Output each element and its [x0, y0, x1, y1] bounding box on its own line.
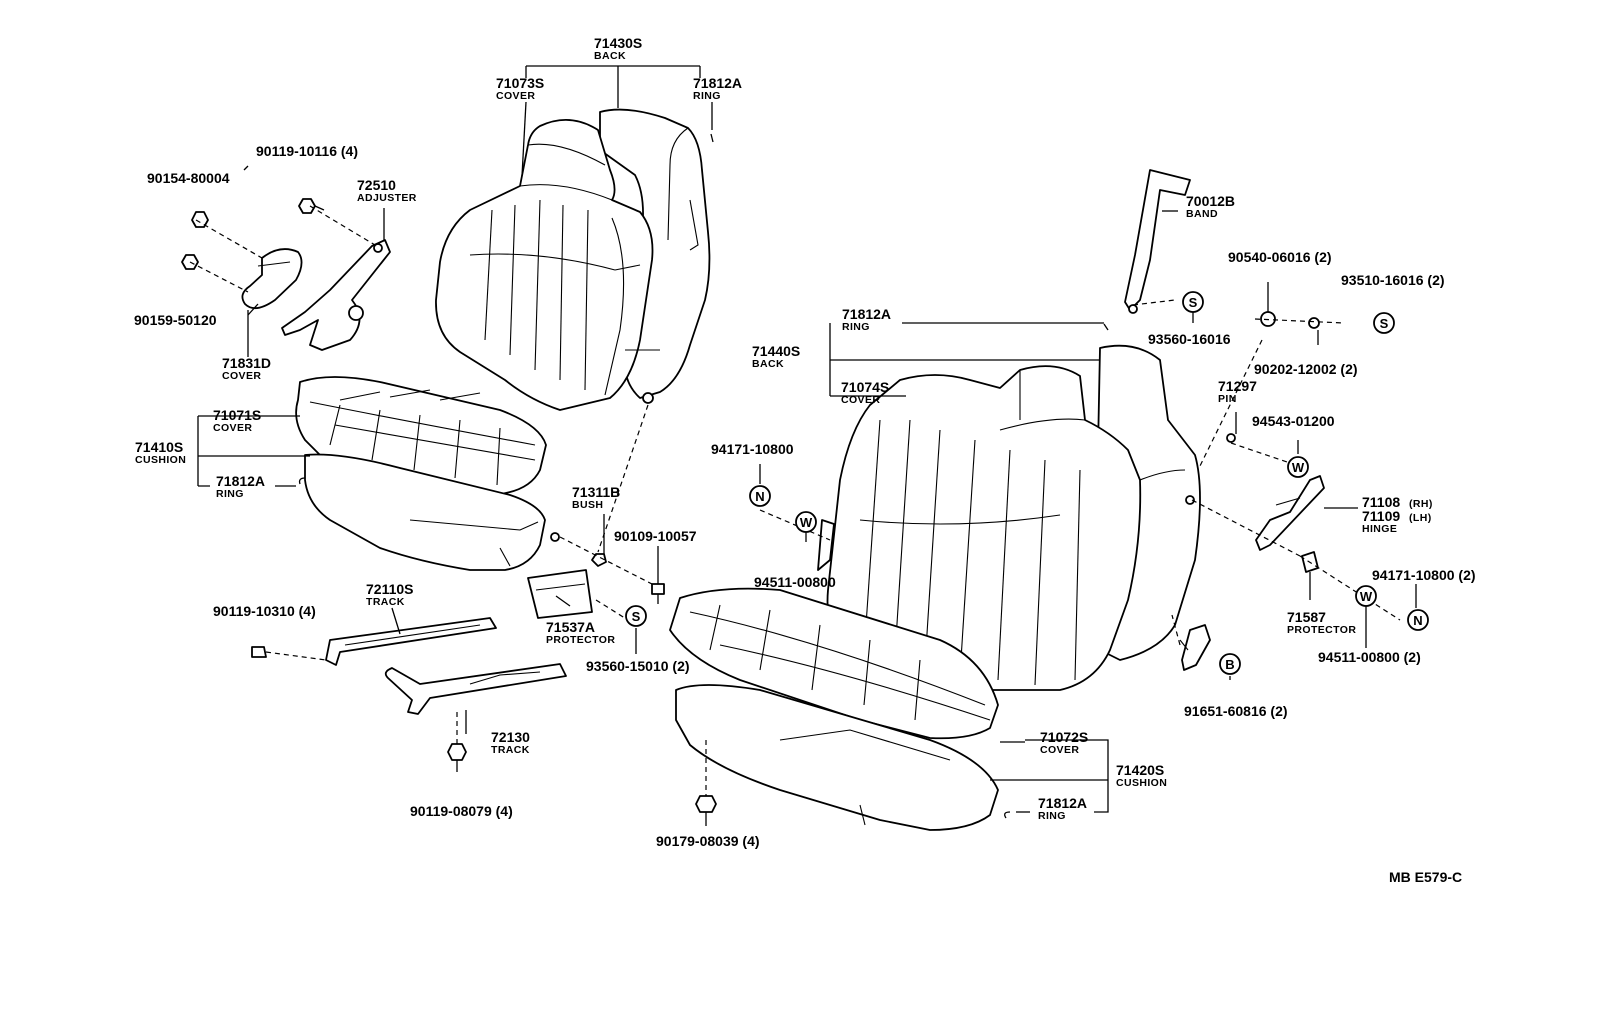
- label-71420s-number: 71420S: [1116, 762, 1164, 778]
- label-71109-number: 71109: [1362, 508, 1400, 524]
- label-90119-10310: 90119-10310 (4): [213, 603, 316, 619]
- label-90119-08079: 90119-08079 (4): [410, 803, 513, 819]
- label-71430s-name: BACK: [594, 50, 626, 62]
- label-91651-60816: 91651-60816 (2): [1184, 703, 1288, 719]
- label-72110s-name: TRACK: [366, 596, 405, 608]
- label-71812a-back-name: RING: [693, 90, 721, 102]
- screw-symbol-band: S: [1182, 291, 1204, 313]
- screw-symbol-text: S: [1380, 316, 1389, 331]
- label-71812a-back-rear-name: RING: [842, 321, 870, 333]
- label-71831d-name: COVER: [222, 370, 261, 382]
- label-71430s-number: 71430S: [594, 35, 642, 51]
- label-71073s-number: 71073S: [496, 75, 544, 91]
- label-70012b-number: 70012B: [1186, 193, 1235, 209]
- label-70012b-name: BAND: [1186, 208, 1218, 220]
- label-71297-number: 71297: [1218, 378, 1257, 394]
- bolt-symbol-bracket: B: [1219, 653, 1241, 675]
- label-90109-10057: 90109-10057: [614, 528, 697, 544]
- adjuster-drawing: [241, 239, 391, 351]
- label-94511-00800: 94511-00800: [754, 574, 836, 590]
- label-71109-suffix: (LH): [1409, 512, 1432, 524]
- label-90119-10116: 90119-10116 (4): [256, 143, 358, 159]
- label-71812a-back-rear-number: 71812A: [842, 306, 891, 322]
- label-71071s-name: COVER: [213, 422, 252, 434]
- label-71440s-number: 71440S: [752, 343, 800, 359]
- label-71311b-name: BUSH: [572, 499, 603, 511]
- screw-symbol-protector: S: [625, 605, 647, 627]
- label-71812a-cushion-rear-name: RING: [1038, 810, 1066, 822]
- label-72510-number: 72510: [357, 177, 396, 193]
- label-71073s-name: COVER: [496, 90, 535, 102]
- front-left-fasteners: [181, 198, 717, 813]
- label-71108-number: 71108: [1362, 494, 1400, 510]
- label-71587-name: PROTECTOR: [1287, 624, 1356, 636]
- washer-symbol-text: W: [1360, 589, 1373, 604]
- label-71072s-number: 71072S: [1040, 729, 1088, 745]
- callout-lines: [197, 65, 1417, 826]
- label-90540-06016: 90540-06016 (2): [1228, 249, 1332, 265]
- label-72510-name: ADJUSTER: [357, 192, 417, 204]
- screw-symbol-text: S: [1189, 295, 1198, 310]
- nut-symbol-text: N: [1413, 613, 1422, 628]
- label-71410s-number: 71410S: [135, 439, 183, 455]
- screw-symbol-pin: S: [1373, 312, 1395, 334]
- label-71831d-number: 71831D: [222, 355, 271, 371]
- nut-symbol-hinge: N: [1407, 609, 1429, 631]
- label-71074s-name: COVER: [841, 394, 880, 406]
- label-71074s-number: 71074S: [841, 379, 889, 395]
- label-71072s-name: COVER: [1040, 744, 1079, 756]
- label-71108-suffix: (RH): [1409, 498, 1433, 510]
- label-94171-10800-2: 94171-10800 (2): [1372, 567, 1476, 583]
- label-71812a-cushion-front-number: 71812A: [216, 473, 265, 489]
- label-71420s-name: CUSHION: [1116, 777, 1167, 789]
- label-71297-name: PIN: [1218, 393, 1237, 405]
- label-72130-name: TRACK: [491, 744, 530, 756]
- washer-symbol-text: W: [1292, 460, 1305, 475]
- washer-symbol-text: W: [800, 515, 813, 530]
- nut-symbol-text: N: [755, 489, 764, 504]
- front-seat-cushion-drawing: [295, 376, 560, 571]
- screw-symbol-text: S: [632, 609, 641, 624]
- label-71537a-number: 71537A: [546, 619, 595, 635]
- label-hinge-name: HINGE: [1362, 523, 1397, 535]
- fastener-symbols: S S W S N W W N B: [625, 291, 1429, 675]
- label-71812a-cushion-rear-number: 71812A: [1038, 795, 1087, 811]
- seat-tracks-drawing: [325, 569, 593, 715]
- label-72130-number: 72130: [491, 729, 530, 745]
- assembly-lines: [189, 205, 1401, 796]
- label-71311b-number: 71311B: [572, 484, 620, 500]
- label-90159-50120: 90159-50120: [134, 312, 217, 328]
- diagram-code: MB E579-C: [1389, 869, 1462, 885]
- front-seat-back-drawing: [435, 108, 711, 411]
- label-71812a-back-number: 71812A: [693, 75, 742, 91]
- label-90154-80004: 90154-80004: [147, 170, 230, 186]
- label-94511-00800-2: 94511-00800 (2): [1318, 649, 1421, 665]
- label-94171-10800: 94171-10800: [711, 441, 794, 457]
- label-71440s-name: BACK: [752, 358, 784, 370]
- nut-symbol-bracket: N: [749, 485, 771, 507]
- label-93560-15010: 93560-15010 (2): [586, 658, 690, 674]
- label-93560-16016: 93560-16016: [1148, 331, 1231, 347]
- label-71410s-name: CUSHION: [135, 454, 186, 466]
- label-90179-08039: 90179-08039 (4): [656, 833, 760, 849]
- washer-symbol-hinge: W: [1355, 585, 1377, 607]
- washer-symbol-bolt: W: [1287, 456, 1309, 478]
- label-93510-16016: 93510-16016 (2): [1341, 272, 1445, 288]
- label-94543-01200: 94543-01200: [1252, 413, 1335, 429]
- label-72110s-number: 72110S: [366, 581, 414, 597]
- label-90202-12002: 90202-12002 (2): [1254, 361, 1358, 377]
- label-71071s-number: 71071S: [213, 407, 261, 423]
- label-71587-number: 71587: [1287, 609, 1326, 625]
- washer-symbol-bracket: W: [795, 511, 817, 533]
- rear-seat-cushion-drawing: [669, 587, 999, 831]
- label-71537a-name: PROTECTOR: [546, 634, 615, 646]
- label-71812a-cushion-front-name: RING: [216, 488, 244, 500]
- bolt-symbol-text: B: [1225, 657, 1234, 672]
- part-labels: 71430S BACK 71073S COVER 71812A RING 901…: [134, 35, 1476, 885]
